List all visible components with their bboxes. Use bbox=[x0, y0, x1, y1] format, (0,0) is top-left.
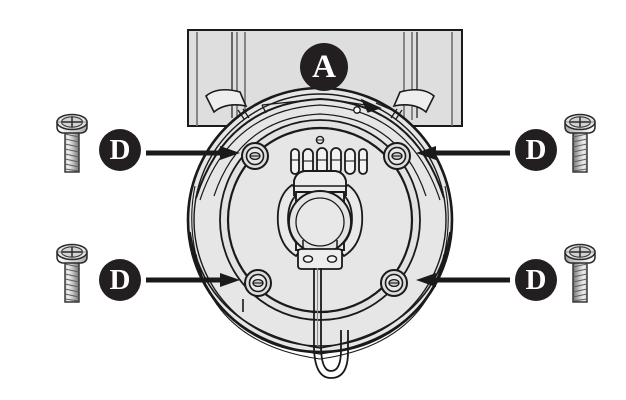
screw-hole-bottom-left bbox=[244, 269, 272, 297]
callout-d-bottom-left-label: D bbox=[110, 264, 131, 296]
callout-d-top-right-label: D bbox=[526, 134, 547, 166]
screw-bottom-left bbox=[56, 243, 88, 303]
mount-screw-holes bbox=[241, 142, 411, 297]
callout-d-bottom-right: D bbox=[515, 259, 557, 301]
callout-d-top-right: D bbox=[515, 129, 557, 171]
callout-a: A bbox=[300, 43, 348, 91]
arrow-bottom-left bbox=[146, 273, 240, 287]
camera-dome-body bbox=[186, 86, 454, 379]
callout-d-top-left: D bbox=[99, 129, 141, 171]
screw-bottom-right bbox=[565, 245, 595, 303]
screw-top-left bbox=[56, 113, 88, 173]
lens-module bbox=[276, 170, 364, 270]
callout-d-bottom-right-label: D bbox=[526, 264, 547, 296]
dome-lower-bands bbox=[189, 231, 451, 360]
callout-a-label: A bbox=[312, 49, 336, 85]
screw-hole-top-right bbox=[383, 142, 411, 170]
arrow-top-left bbox=[146, 146, 240, 160]
mount-bracket-arms bbox=[205, 88, 435, 114]
screw-hole-bottom-right bbox=[380, 269, 408, 297]
dome-top-detail bbox=[261, 98, 393, 114]
callout-d-top-left-label: D bbox=[110, 134, 131, 166]
arrow-bottom-right bbox=[416, 273, 510, 287]
screw-hole-top-left bbox=[241, 142, 269, 170]
camera-cable bbox=[313, 268, 349, 379]
callout-arrows bbox=[146, 146, 510, 287]
ir-led-array bbox=[290, 147, 368, 175]
screw-top-right bbox=[565, 115, 595, 173]
callout-d-bottom-left: D bbox=[99, 259, 141, 301]
arrow-top-right bbox=[416, 146, 510, 160]
